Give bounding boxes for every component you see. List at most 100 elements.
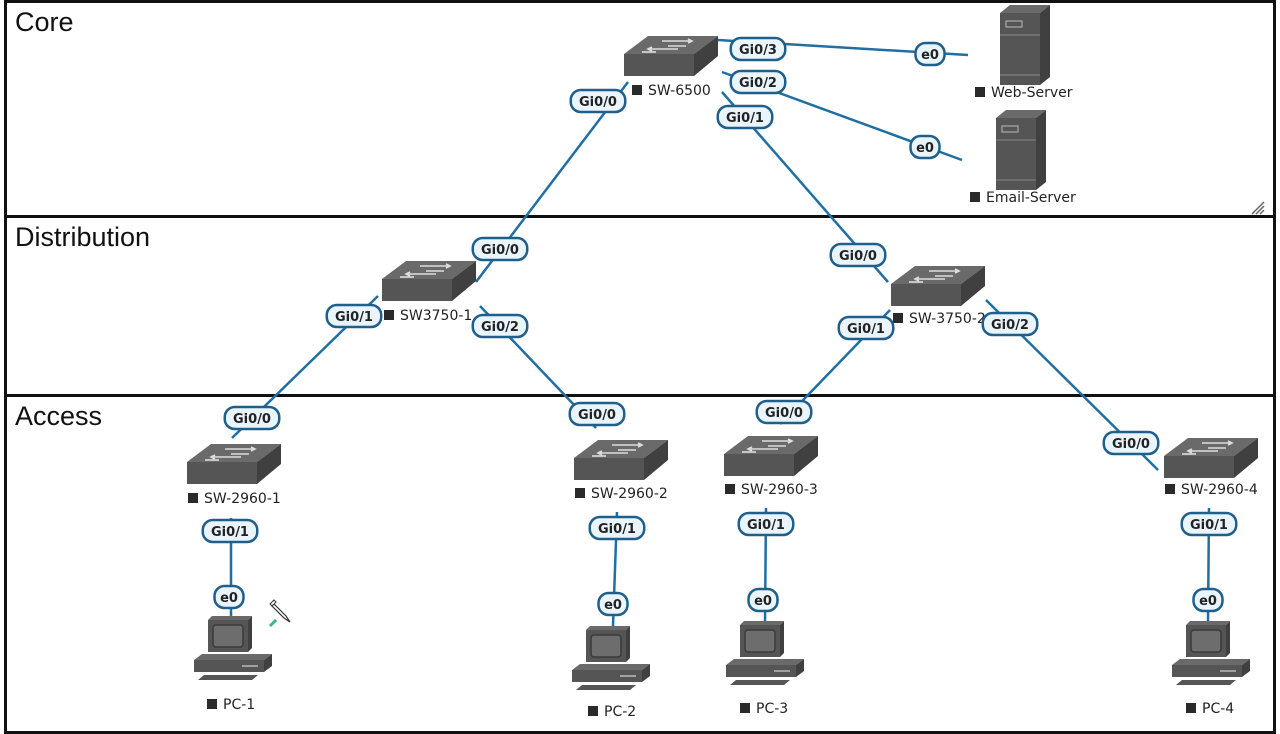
device-sw-2960-4[interactable]: SW-2960-4: [1164, 438, 1258, 498]
status-square-icon: [207, 699, 217, 709]
port-label-text: Gi0/1: [726, 111, 764, 126]
device-label: SW3750-1: [400, 308, 472, 324]
port-label: Gi0/1: [201, 518, 259, 544]
status-square-icon: [1186, 703, 1196, 713]
port-label-text: Gi0/1: [847, 322, 885, 337]
port-label-text: Gi0/0: [1112, 437, 1150, 452]
port-label: e0: [213, 584, 245, 610]
port-label: Gi0/2: [981, 311, 1039, 337]
port-label-text: Gi0/1: [1190, 518, 1228, 533]
zone-title-distribution: Distribution: [15, 222, 151, 252]
port-label-text: Gi0/0: [578, 408, 616, 423]
device-label: PC-3: [756, 701, 788, 717]
port-label-text: Gi0/0: [765, 406, 803, 421]
port-label: Gi0/0: [223, 405, 281, 431]
port-label: Gi0/1: [588, 515, 646, 541]
port-label: Gi0/0: [568, 401, 626, 427]
device-sw-2960-3[interactable]: SW-2960-3: [724, 436, 818, 498]
port-label-text: Gi0/0: [233, 412, 271, 427]
port-label-text: Gi0/0: [839, 249, 877, 264]
device-label: SW-3750-2: [909, 311, 986, 327]
device-pc-3[interactable]: PC-3: [726, 621, 804, 717]
device-pc-2[interactable]: PC-2: [572, 626, 650, 720]
switch-icon: [891, 266, 985, 306]
device-label: PC-1: [223, 697, 255, 713]
pc-icon: [194, 616, 272, 680]
port-label: Gi0/3: [729, 36, 787, 62]
device-sw3750-1[interactable]: SW3750-1: [382, 261, 476, 324]
port-label: Gi0/2: [471, 313, 529, 339]
port-label: Gi0/1: [716, 104, 774, 130]
device-label: SW-2960-1: [204, 491, 281, 507]
port-label-text: e0: [1199, 594, 1217, 609]
pc-icon: [572, 626, 650, 690]
port-label-text: e0: [916, 141, 934, 156]
switch-arrows-icon: [205, 446, 257, 461]
port-label: Gi0/2: [729, 69, 787, 95]
port-label: e0: [1192, 587, 1224, 613]
port-label: Gi0/0: [1102, 430, 1160, 456]
device-sw-6500[interactable]: SW-6500: [624, 36, 718, 99]
device-label: SW-2960-4: [1181, 482, 1258, 498]
device-label: Web-Server: [991, 85, 1073, 101]
port-label: e0: [597, 591, 629, 617]
zone-title-access: Access: [15, 401, 103, 431]
device-pc-1[interactable]: PC-1: [194, 616, 272, 713]
port-label-text: Gi0/1: [747, 518, 785, 533]
device-label: SW-2960-3: [741, 482, 818, 498]
switch-icon: [624, 36, 718, 76]
switch-icon: [724, 436, 818, 476]
switch-arrows-icon: [909, 268, 961, 283]
port-label-text: Gi0/1: [598, 522, 636, 537]
device-label: PC-2: [604, 704, 636, 720]
status-square-icon: [588, 706, 598, 716]
device-sw-2960-2[interactable]: SW-2960-2: [574, 440, 668, 502]
status-square-icon: [740, 703, 750, 713]
switch-arrows-icon: [592, 442, 644, 457]
port-label: Gi0/0: [829, 242, 887, 268]
zone-title-core: Core: [15, 7, 74, 37]
device-sw-2960-1[interactable]: SW-2960-1: [187, 444, 281, 507]
port-label-text: Gi0/1: [335, 310, 373, 325]
zone-core: Core: [4, 0, 1276, 218]
switch-icon: [1164, 438, 1258, 478]
device-web-server[interactable]: Web-Server: [975, 5, 1073, 101]
switch-arrows-icon: [400, 263, 452, 278]
port-label-text: Gi0/0: [481, 243, 519, 258]
port-label: e0: [914, 41, 946, 67]
port-label: Gi0/0: [569, 88, 627, 114]
pencil-cursor-icon: [268, 599, 291, 628]
port-label-text: Gi0/1: [211, 525, 249, 540]
status-square-icon: [1165, 484, 1175, 494]
status-square-icon: [575, 488, 585, 498]
port-label-text: Gi0/2: [481, 320, 519, 335]
port-label-text: e0: [754, 594, 772, 609]
port-label-text: Gi0/0: [579, 95, 617, 110]
device-pc-4[interactable]: PC-4: [1172, 621, 1250, 717]
port-label: Gi0/1: [737, 511, 795, 537]
status-square-icon: [970, 192, 980, 202]
switch-arrows-icon: [742, 438, 794, 453]
port-label-text: e0: [220, 591, 238, 606]
port-label-text: e0: [604, 598, 622, 613]
device-label: SW-2960-2: [591, 486, 668, 502]
port-label: Gi0/1: [1180, 511, 1238, 537]
switch-icon: [187, 444, 281, 484]
port-label-text: e0: [921, 48, 939, 63]
status-square-icon: [188, 493, 198, 503]
device-email-server[interactable]: Email-Server: [970, 110, 1076, 206]
resize-grip-icon[interactable]: [1251, 201, 1265, 215]
device-sw-3750-2[interactable]: SW-3750-2: [891, 266, 986, 327]
server-icon: [1000, 5, 1050, 85]
status-square-icon: [384, 310, 394, 320]
port-label: Gi0/0: [755, 399, 813, 425]
device-label: Email-Server: [986, 190, 1076, 206]
status-square-icon: [632, 85, 642, 95]
port-label-text: Gi0/2: [991, 318, 1029, 333]
port-label-text: Gi0/2: [739, 76, 777, 91]
links-layer: [229, 38, 1211, 627]
server-icon: [996, 110, 1046, 190]
switch-arrows-icon: [1182, 440, 1234, 455]
